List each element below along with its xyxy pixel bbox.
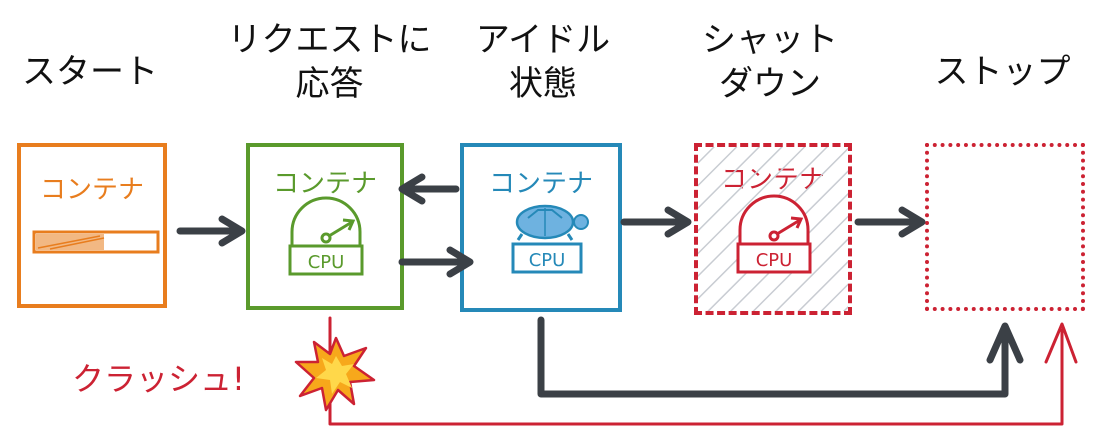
stage-label-stop: ストップ <box>934 52 1071 92</box>
arrow-idle-to-stop <box>537 316 1024 398</box>
serving-container-label: コンテナ <box>272 169 377 199</box>
idle-container-label: コンテナ <box>488 169 593 199</box>
shutdown-container-box: コンテナ <box>694 143 852 315</box>
stage-label-serving: リクエストに 応答 <box>227 20 432 104</box>
arrow-idle-to-shutdown <box>620 206 692 238</box>
arrow-start-to-serving <box>176 215 246 247</box>
stage-label-shutdown: シャット ダウン <box>702 20 838 104</box>
arrow-idle-to-serving <box>398 173 460 205</box>
serving-container-box: コンテナ <box>246 143 404 310</box>
start-container-box: コンテナ <box>17 143 167 308</box>
idle-container-box: コンテナ <box>460 143 622 312</box>
arrow-shutdown-to-stop <box>854 206 926 238</box>
crash-label: クラッシュ! <box>72 360 245 398</box>
stop-box <box>925 143 1085 311</box>
stage-label-start: スタート <box>22 52 158 92</box>
arrow-crash-to-stop <box>328 316 1078 426</box>
stage-label-idle: アイドル 状態 <box>475 20 611 104</box>
explosion-icon <box>294 336 376 412</box>
start-container-label: コンテナ <box>39 175 144 205</box>
shutdown-container-label: コンテナ <box>720 165 825 195</box>
